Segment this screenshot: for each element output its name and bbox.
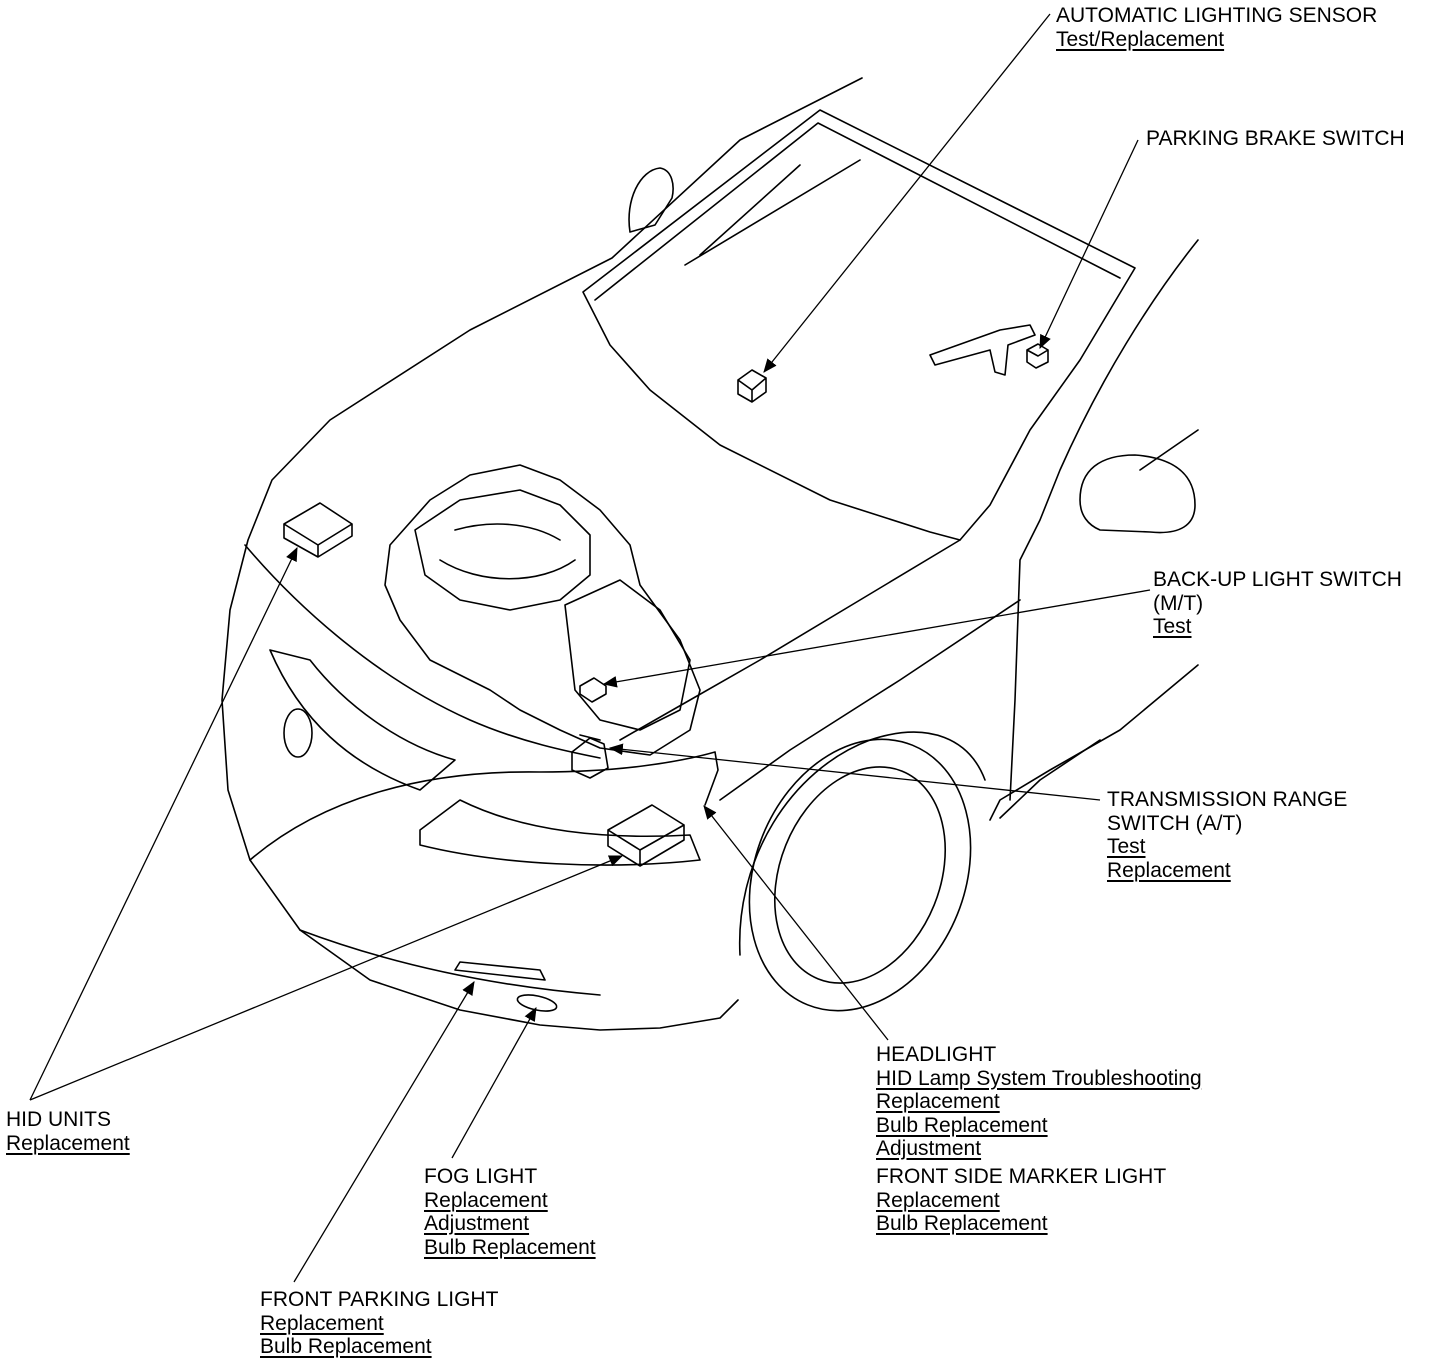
engine-cover [414,489,591,611]
leader-bul [602,589,1151,688]
callout-front-side-marker-light: FRONT SIDE MARKER LIGHT Replacement Bulb… [876,1165,1166,1236]
callout-front-parking-light: FRONT PARKING LIGHT Replacement Bulb Rep… [260,1288,498,1359]
callout-title: AUTOMATIC LIGHTING SENSOR [1056,4,1378,27]
leader-trs [608,743,1101,801]
callout-title: FRONT SIDE MARKER LIGHT [876,1165,1167,1188]
windshield [582,109,1136,541]
callout-title: HID UNITS [6,1108,111,1131]
wiper-area [684,159,861,266]
grille [269,649,456,791]
callout-headlight: HEADLIGHT HID Lamp System Troubleshootin… [876,1043,1202,1161]
headlamp-left [283,708,313,758]
link-replacement[interactable]: Replacement [424,1188,548,1212]
lower-intake [419,799,701,866]
link-adjustment[interactable]: Adjustment [424,1212,530,1235]
link-bulb-replacement[interactable]: Bulb Replacement [424,1235,596,1259]
windshield-inner [594,122,1121,301]
hid-unit-left [283,502,353,558]
callout-title: HEADLIGHT [876,1043,997,1066]
belt-line [989,664,1199,821]
fog-light [516,994,558,1012]
hid-unit-right [607,804,685,867]
link-test-replacement[interactable]: Test/Replacement [1056,27,1225,51]
front-parking-light [454,961,546,981]
link-bulb-replacement[interactable]: Bulb Replacement [876,1212,1048,1235]
engine-detail [439,523,576,580]
link-bulb-replacement[interactable]: Bulb Replacement [876,1113,1048,1137]
link-adjustment[interactable]: Adjustment [876,1137,982,1160]
front-wheel-inner [773,766,947,984]
callout-fog-light: FOG LIGHT Replacement Adjustment Bulb Re… [424,1165,596,1259]
parking-brake-lever [929,324,1036,376]
callout-subtitle: (M/T) [1153,591,1204,615]
callout-title: FRONT PARKING LIGHT [260,1288,499,1311]
rocker [1139,429,1199,471]
callout-title: TRANSMISSION RANGE [1107,788,1348,811]
mirror-left [628,167,674,233]
side-sill [999,739,1101,819]
transmission [564,579,691,731]
roof-line [221,77,863,1031]
link-test[interactable]: Test [1107,835,1146,858]
front-wheel-outer [748,738,972,1012]
hood-crease [244,544,601,759]
callout-title: PARKING BRAKE SWITCH [1146,127,1405,150]
lighting-sensor [737,369,767,403]
hood-edge [249,751,719,861]
transmission-range-switch [571,734,609,779]
link-bulb-replacement[interactable]: Bulb Replacement [260,1335,432,1358]
leader-hid-a [29,546,298,1101]
callout-automatic-lighting-sensor: AUTOMATIC LIGHTING SENSOR Test/Replaceme… [1056,4,1377,51]
link-test[interactable]: Test [1153,615,1192,638]
link-hid-lamp-troubleshooting[interactable]: HID Lamp System Troubleshooting [876,1066,1202,1090]
callout-title: BACK-UP LIGHT SWITCH [1153,568,1402,591]
leader-als [763,13,1051,373]
callout-subtitle: SWITCH (A/T) [1107,811,1243,835]
engine-block [384,464,701,756]
callout-back-up-light-switch: BACK-UP LIGHT SWITCH (M/T) Test [1153,568,1402,639]
link-replacement[interactable]: Replacement [6,1131,130,1155]
leader-pbs [1039,139,1139,350]
callout-title: FOG LIGHT [424,1165,538,1188]
bumper-lower [299,929,601,996]
leader-fpl [293,980,475,1283]
callout-parking-brake-switch: PARKING BRAKE SWITCH [1146,127,1405,151]
wheel-arch [738,731,986,956]
leader-fog [451,1006,537,1159]
parking-brake-switch [1026,343,1049,369]
door-line [1009,239,1199,801]
leader-hid-b [29,855,624,1101]
fender-line [719,599,1021,801]
link-replacement[interactable]: Replacement [876,1090,1000,1113]
link-replacement[interactable]: Replacement [1107,858,1231,882]
callout-hid-units: HID UNITS Replacement [6,1108,130,1155]
link-replacement[interactable]: Replacement [876,1188,1000,1212]
back-up-light-switch [579,677,607,703]
link-replacement[interactable]: Replacement [260,1311,384,1335]
mirror-right [1079,454,1196,534]
callout-transmission-range-switch: TRANSMISSION RANGE SWITCH (A/T) Test Rep… [1107,788,1347,882]
leader-head [703,805,889,1041]
hood-rear [619,539,961,741]
